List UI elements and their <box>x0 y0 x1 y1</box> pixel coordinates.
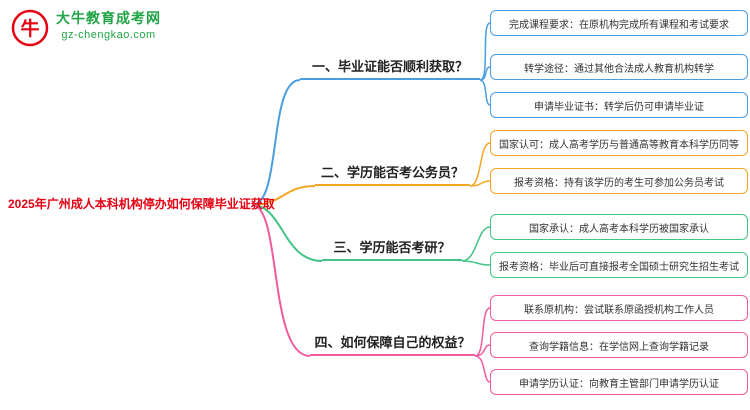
site-name: 大牛教育成考网 <box>56 10 161 26</box>
connector-root-to-branch-2 <box>251 185 316 206</box>
connector-root-to-branch-4 <box>251 204 311 357</box>
leaf-node-4-1: 联系原机构：尝试联系原函授机构工作人员 <box>490 295 748 321</box>
connector-branch-2-leaf-1 <box>469 142 491 187</box>
connector-root-to-branch-1 <box>251 79 301 206</box>
svg-text:牛: 牛 <box>20 17 39 40</box>
branch-node-2: 二、学历能否考公务员？ <box>315 162 470 186</box>
leaf-node-4-2: 查询学籍信息：在学信网上查询学籍记录 <box>490 332 748 358</box>
connector-branch-3-leaf-2 <box>461 260 491 266</box>
leaf-node-2-2: 报考资格：持有该学历的考生可参加公务员考试 <box>490 168 748 194</box>
bull-logo-icon: 牛 <box>11 9 49 47</box>
connector-branch-2-leaf-2 <box>469 180 491 187</box>
connector-branch-3-leaf-1 <box>461 226 491 262</box>
branch-node-3: 三、学历能否考研？ <box>322 237 462 261</box>
site-logo: 牛 大牛教育成考网 gz-chengkao.com <box>10 8 161 48</box>
leaf-node-4-3: 申请学历认证：向教育主管部门申请学历认证 <box>490 369 748 395</box>
branch-node-4: 四、如何保障自己的权益？ <box>310 332 475 356</box>
site-logo-text: 大牛教育成考网 gz-chengkao.com <box>56 8 161 42</box>
connector-branch-4-leaf-3 <box>474 355 491 383</box>
connector-branch-1-leaf-1 <box>479 22 491 81</box>
leaf-node-1-3: 申请毕业证书：转学后仍可申请毕业证 <box>490 92 748 118</box>
leaf-node-3-1: 国家承认：成人高考本科学历被国家承认 <box>490 214 748 240</box>
connector-root-to-branch-3 <box>251 204 323 262</box>
root-topic: 2025年广州成人本科机构停办如何保障毕业证获取 <box>8 197 275 211</box>
connector-branch-1-leaf-3 <box>479 79 491 106</box>
leaf-node-1-1: 完成课程要求：在原机构完成所有课程和考试要求 <box>490 10 748 36</box>
leaf-node-3-2: 报考资格：毕业后可直接报考全国硕士研究生招生考试 <box>490 252 748 278</box>
leaf-node-1-2: 转学途径：通过其他合法成人教育机构转学 <box>490 54 748 80</box>
branch-node-1: 一、毕业证能否顺利获取？ <box>300 56 480 80</box>
connector-branch-4-leaf-1 <box>474 307 491 357</box>
site-url: gz-chengkao.com <box>61 29 156 41</box>
leaf-node-2-1: 国家认可：成人高考学历与普通高等教育本科学历同等 <box>490 130 748 156</box>
